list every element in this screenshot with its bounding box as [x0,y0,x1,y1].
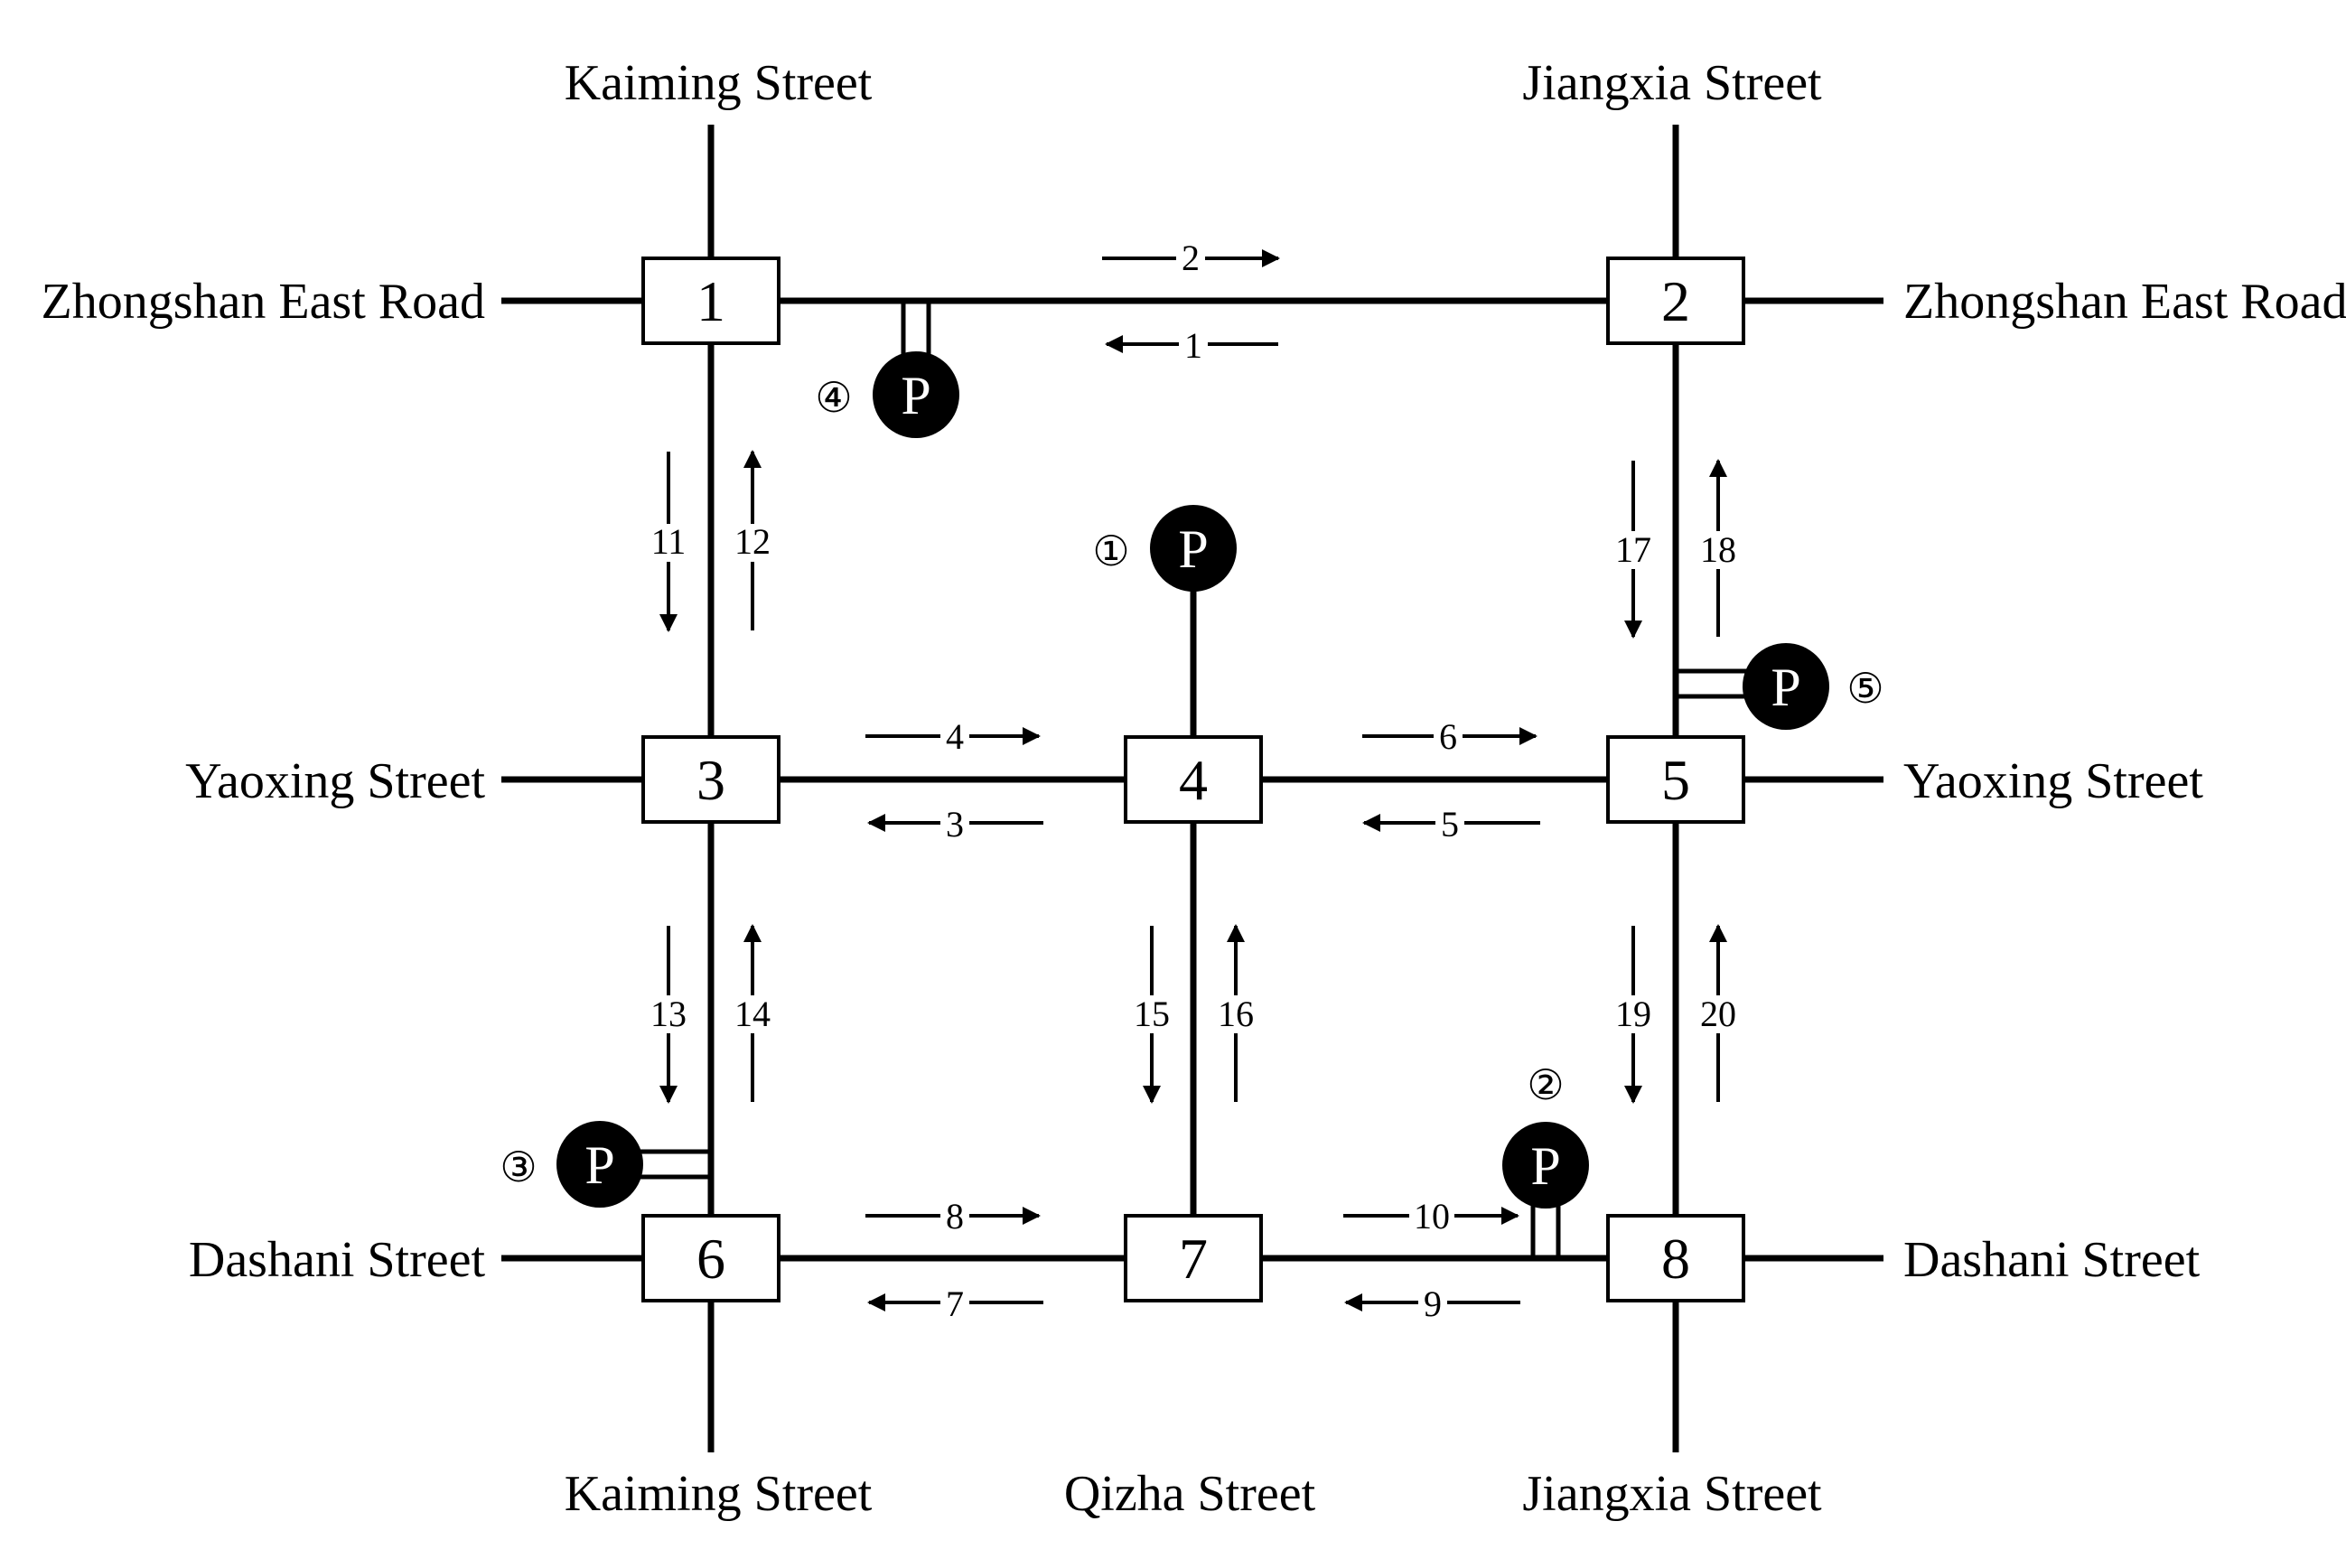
parking-lot-2: P ② [1502,1062,1589,1209]
parking-lot-1-number: ① [1092,528,1129,574]
street-label-qizha-bottom: Qizha Street [1064,1466,1316,1522]
link-label-8: 8 [940,1196,969,1237]
svg-text:P: P [584,1135,614,1195]
svg-text:1: 1 [1184,325,1202,366]
svg-text:4: 4 [946,716,964,757]
svg-text:11: 11 [651,521,687,562]
parking-lot-3-number: ③ [500,1144,537,1190]
link-label-10: 10 [1409,1196,1454,1237]
parking-lot-2-number: ② [1527,1062,1564,1108]
intersection-2: 2 [1606,257,1745,345]
street-label-dashani-right: Dashani Street [1903,1232,2201,1288]
parking-lot-5: P ⑤ [1743,643,1884,730]
parking-lot-1: P ① [1092,505,1237,737]
street-label-zhongshan-right: Zhongshan East Road [1903,274,2346,330]
street-label-jiangxia-bottom: Jiangxia Street [1522,1466,1822,1522]
intersection-5-label: 5 [1661,748,1690,812]
svg-text:P: P [901,366,930,425]
parking-lot-4-number: ④ [815,375,852,421]
street-label-yaoxing-left: Yaoxing Street [185,753,485,809]
svg-text:P: P [1178,519,1208,579]
parking-icon [873,351,959,438]
intersection-8: 8 [1606,1214,1745,1302]
svg-text:2: 2 [1182,238,1200,278]
link-label-1: 1 [1179,325,1208,366]
intersection-6: 6 [641,1214,780,1302]
intersection-7-label: 7 [1179,1227,1208,1291]
intersection-3-label: 3 [696,748,725,812]
parking-lot-4: P ④ [815,351,959,438]
svg-text:6: 6 [1439,716,1457,757]
link-label-19: 19 [1608,994,1659,1034]
svg-text:3: 3 [946,804,964,845]
parking-icon [1502,1122,1589,1209]
street-label-zhongshan-left: Zhongshan East Road [42,274,485,330]
link-label-18: 18 [1693,529,1743,570]
intersection-1-label: 1 [696,269,725,333]
intersection-6-label: 6 [696,1227,725,1291]
intersection-5: 5 [1606,735,1745,824]
link-label-15: 15 [1126,994,1177,1034]
svg-text:19: 19 [1615,994,1651,1034]
link-label-17: 17 [1608,529,1659,570]
link-label-2: 2 [1176,238,1205,278]
svg-text:14: 14 [734,994,771,1034]
street-label-yaoxing-right: Yaoxing Street [1903,753,2203,809]
svg-text:10: 10 [1414,1196,1450,1237]
street-label-dashani-left: Dashani Street [189,1232,486,1288]
svg-text:17: 17 [1615,529,1651,570]
link-label-7: 7 [940,1283,969,1324]
intersection-2-label: 2 [1661,269,1690,333]
parking-lot-3: P ③ [500,1121,643,1208]
intersection-1: 1 [641,257,780,345]
svg-text:9: 9 [1424,1283,1442,1324]
parking-icon [1743,643,1829,730]
svg-text:18: 18 [1700,529,1736,570]
link-label-12: 12 [727,521,778,562]
svg-text:13: 13 [650,994,687,1034]
svg-text:P: P [1771,658,1800,717]
svg-text:7: 7 [946,1283,964,1324]
street-label-jiangxia-top: Jiangxia Street [1522,55,1822,111]
svg-text:16: 16 [1218,994,1254,1034]
parking-lot-5-number: ⑤ [1846,666,1883,712]
link-label-4: 4 [940,716,969,757]
svg-text:20: 20 [1700,994,1736,1034]
intersection-4: 4 [1124,735,1263,824]
svg-text:5: 5 [1441,804,1459,845]
link-label-20: 20 [1693,994,1743,1034]
link-label-9: 9 [1418,1283,1447,1324]
svg-text:P: P [1530,1136,1560,1196]
link-label-5: 5 [1435,804,1464,845]
link-label-11: 11 [643,521,694,562]
parking-icon [1150,505,1237,592]
street-label-kaiming-top: Kaiming Street [565,55,873,111]
intersection-4-label: 4 [1179,748,1208,812]
link-label-3: 3 [940,804,969,845]
intersection-8-label: 8 [1661,1227,1690,1291]
intersection-7: 7 [1124,1214,1263,1302]
svg-text:12: 12 [734,521,771,562]
street-label-kaiming-bottom: Kaiming Street [565,1466,873,1522]
parking-icon [556,1121,643,1208]
link-label-14: 14 [727,994,778,1034]
link-label-6: 6 [1434,716,1463,757]
link-label-16: 16 [1210,994,1261,1034]
svg-text:8: 8 [946,1196,964,1237]
svg-text:15: 15 [1134,994,1170,1034]
intersection-3: 3 [641,735,780,824]
link-label-13: 13 [643,994,694,1034]
